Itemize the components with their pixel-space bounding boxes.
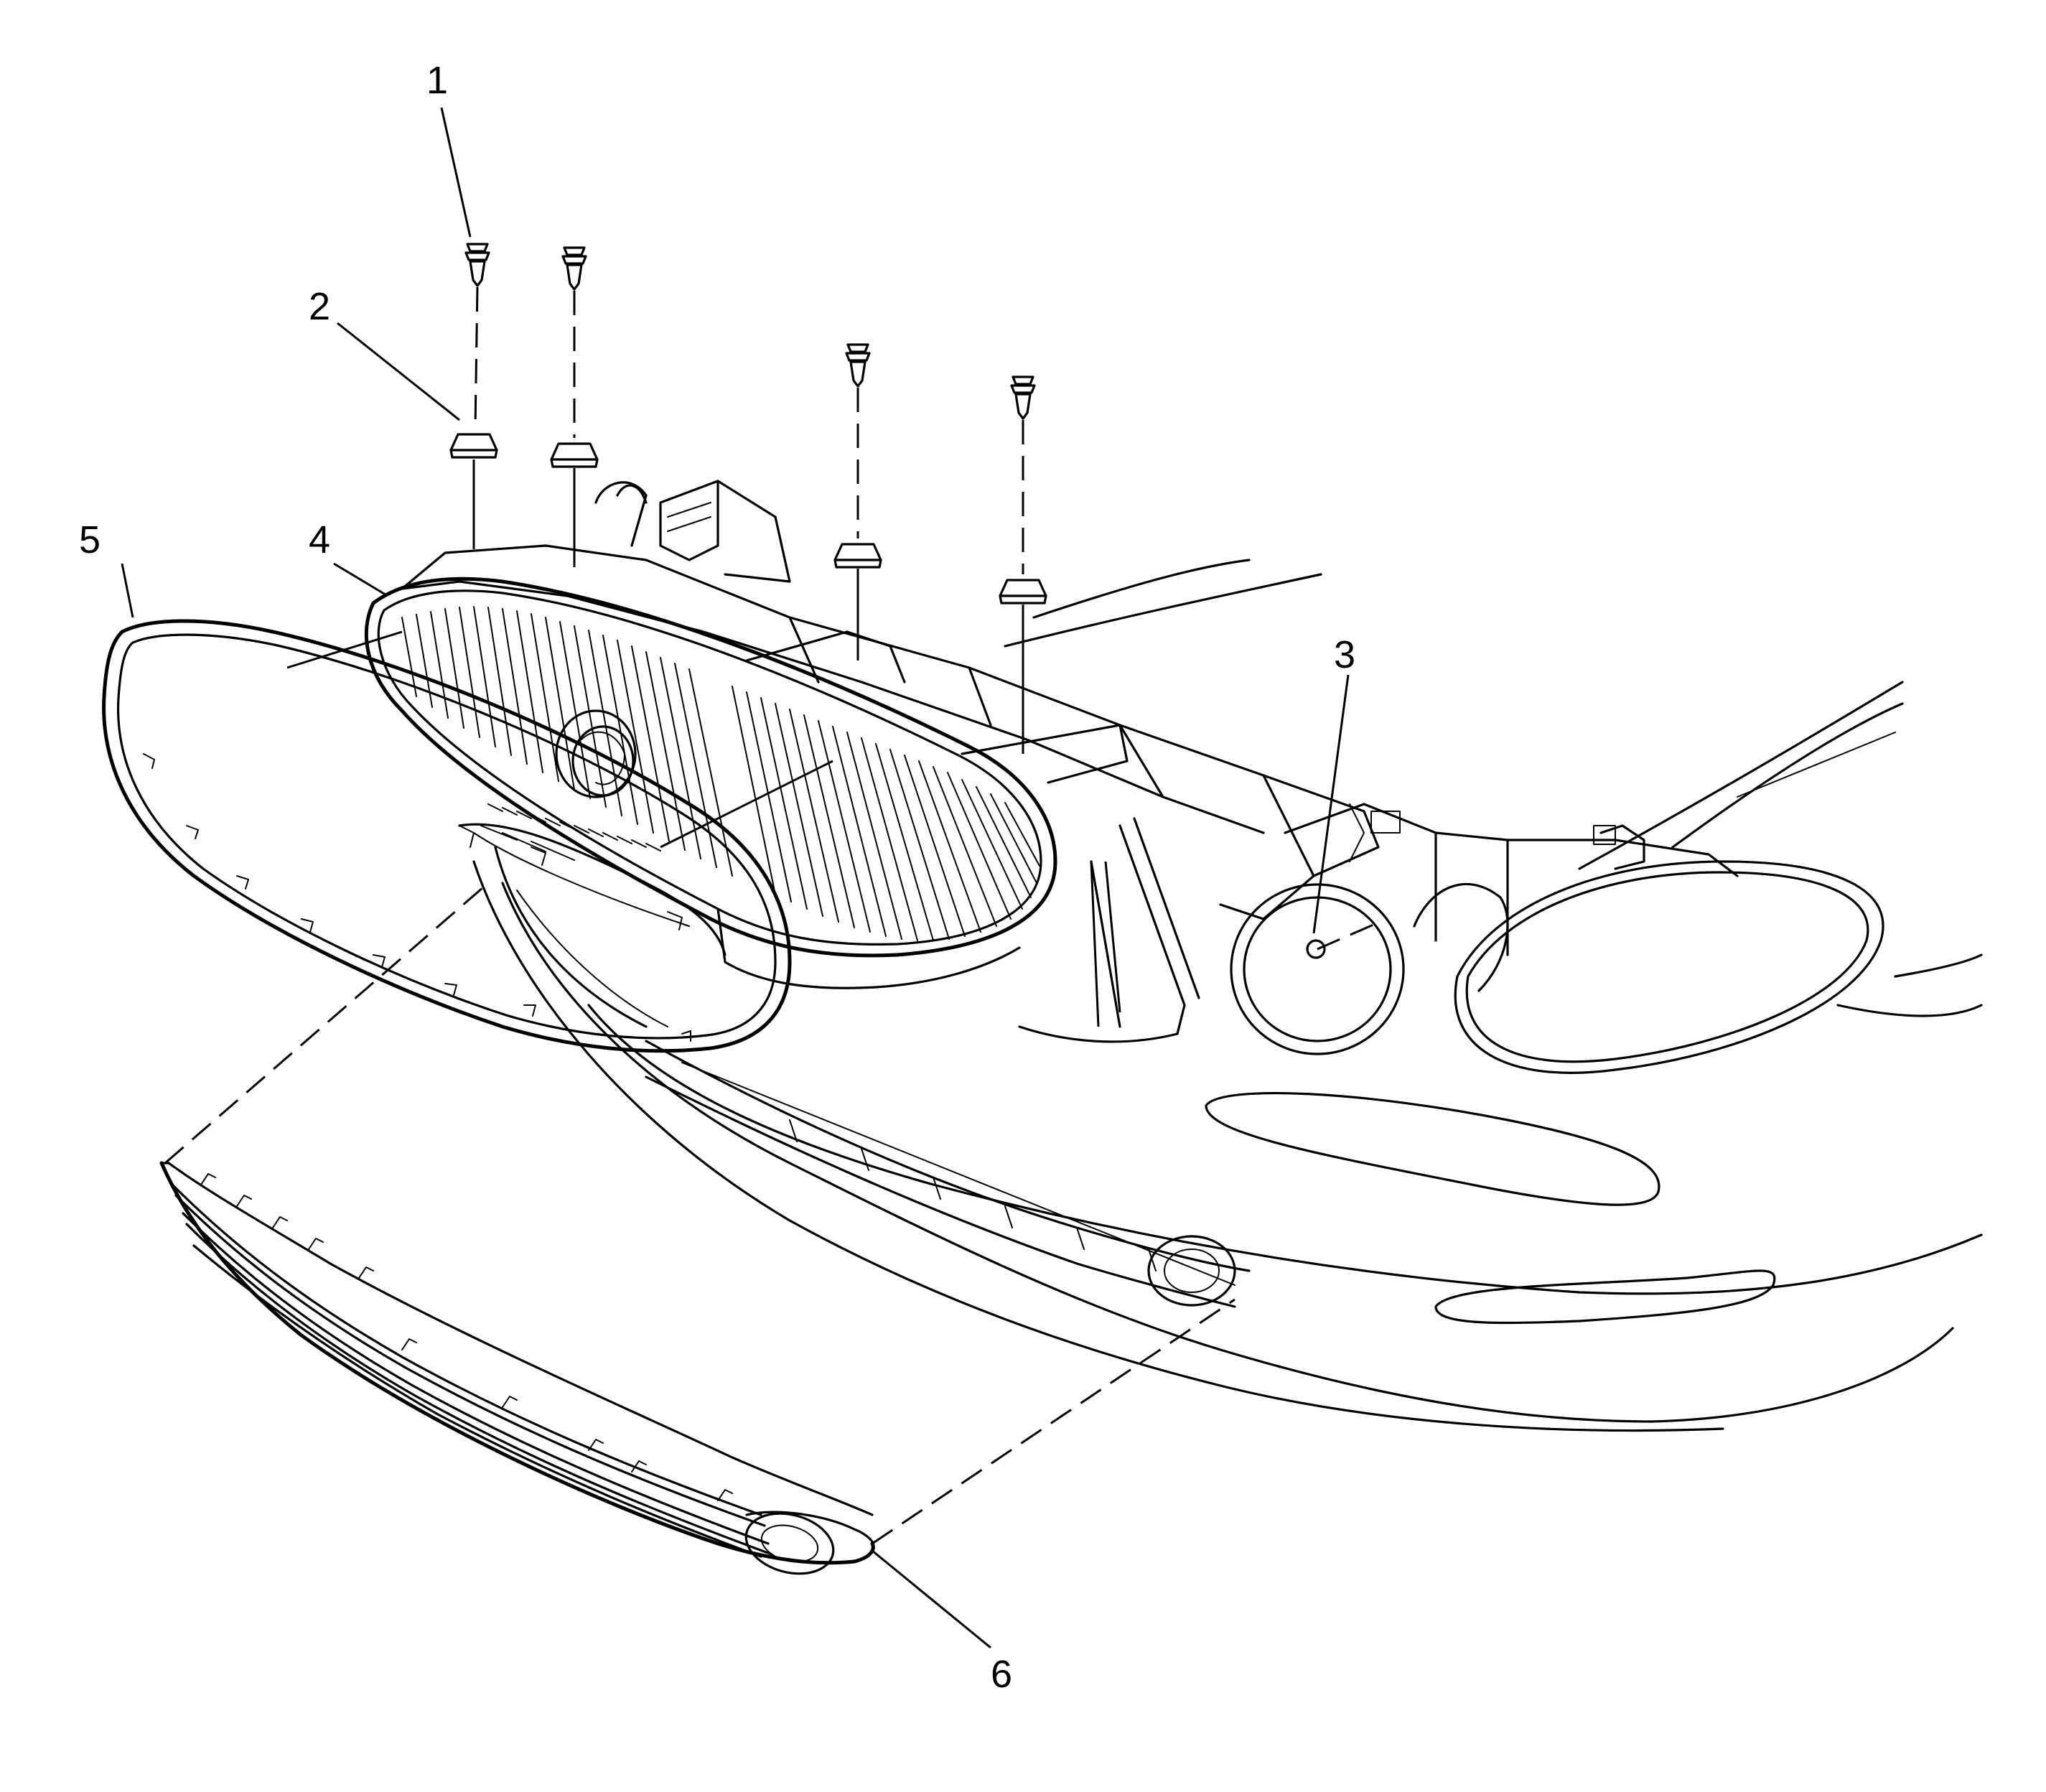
push-pin-retainers <box>464 243 1036 420</box>
grille-slats <box>401 606 1040 941</box>
vehicle-front-end <box>472 559 1983 1432</box>
grommets <box>449 433 1047 605</box>
grille-assembly <box>364 577 1057 989</box>
callout-leaders <box>121 107 1350 1649</box>
lower-grille <box>159 1161 875 1575</box>
radiator-support <box>401 480 1739 1043</box>
right-headlamp-assembly <box>1230 860 1884 1074</box>
grommet <box>999 579 1047 605</box>
callout-labels: 1 2 3 4 5 6 <box>79 59 1355 1696</box>
push-pin-retainer <box>561 246 587 291</box>
callout-6: 6 <box>991 1653 1012 1696</box>
push-pin-retainer <box>1010 375 1036 420</box>
alignment-lines <box>164 286 1379 1545</box>
callout-5: 5 <box>79 518 101 561</box>
callout-2: 2 <box>309 285 330 328</box>
grille-bezel <box>102 619 792 1053</box>
push-pin-retainer <box>464 243 490 287</box>
push-pin-retainer <box>845 343 871 388</box>
grommet <box>550 442 599 468</box>
grommet <box>449 433 498 459</box>
grommet <box>833 543 882 569</box>
callout-1: 1 <box>426 59 448 102</box>
callout-3: 3 <box>1334 633 1355 676</box>
callout-4: 4 <box>309 518 330 561</box>
